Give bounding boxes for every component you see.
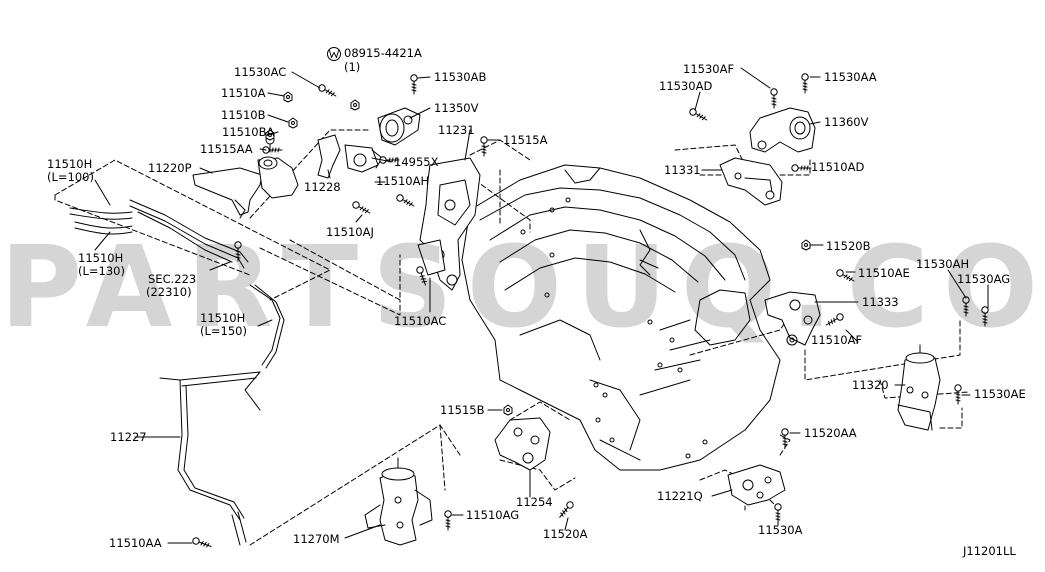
part-label-11515b[interactable]: 11515B (440, 403, 485, 417)
part-label-11515a[interactable]: 11515A (503, 133, 548, 147)
part-label-11254[interactable]: 11254 (516, 495, 553, 509)
hose-lines (69, 199, 285, 546)
ref-part-number[interactable]: 08915-4421A (344, 46, 422, 60)
part-label-11510b[interactable]: 11510B (221, 108, 266, 122)
bracket-11331 (719, 157, 783, 206)
part-label-11530ab[interactable]: 11530AB (434, 70, 487, 84)
part-label-11530aa[interactable]: 11530AA (824, 70, 877, 84)
part-label-11515aa[interactable]: 11515AA (200, 142, 253, 156)
hose-h130-length: (L=130) (78, 264, 125, 278)
part-label-11530a[interactable]: 11530A (758, 523, 803, 537)
bracket-11231 (417, 157, 481, 291)
engine-block (461, 164, 781, 471)
mount-bracket-11220p (192, 135, 299, 219)
section-reference[interactable]: SEC.223 (148, 272, 197, 286)
hose-h100-code[interactable]: 11510H (47, 157, 93, 171)
part-label-11520a[interactable]: 11520A (543, 527, 588, 541)
part-label-11331[interactable]: 11331 (664, 163, 701, 177)
bracket-11221q (727, 464, 786, 506)
section-reference-sub: (22310) (146, 285, 192, 299)
part-label-11350v[interactable]: 11350V (434, 101, 479, 115)
torque-rod-11360v (749, 107, 816, 153)
ref-quantity: (1) (344, 60, 361, 74)
part-label-11510ag[interactable]: 11510AG (466, 508, 520, 522)
part-label-11520b[interactable]: 11520B (826, 239, 871, 253)
diagram-code: J11201LL (963, 544, 1016, 558)
part-label-11510a[interactable]: 11510A (221, 86, 266, 100)
part-label-14955x[interactable]: 14955X (394, 155, 439, 169)
label-leaders (94, 67, 989, 544)
part-label-11510ac[interactable]: 11510AC (394, 314, 447, 328)
hose-h150-code[interactable]: 11510H (200, 311, 246, 325)
part-label-11510aj[interactable]: 11510AJ (326, 225, 374, 239)
insulator-11270m (364, 457, 433, 546)
w-mark-icon (327, 47, 341, 61)
part-label-11530ad[interactable]: 11530AD (659, 79, 713, 93)
assembly-lines (54, 129, 969, 546)
part-label-11360v[interactable]: 11360V (824, 115, 869, 129)
part-label-11510ah[interactable]: 11510AH (376, 174, 430, 188)
part-label-11530ae[interactable]: 11530AE (974, 387, 1026, 401)
part-label-11510ad[interactable]: 11510AD (811, 160, 865, 174)
part-label-11510af[interactable]: 11510AF (811, 333, 863, 347)
part-label-11530ac[interactable]: 11530AC (234, 65, 287, 79)
part-label-11333[interactable]: 11333 (862, 295, 899, 309)
part-label-11228[interactable]: 11228 (304, 180, 341, 194)
part-label-11530af[interactable]: 11530AF (683, 62, 735, 76)
part-label-11510aa[interactable]: 11510AA (109, 536, 162, 550)
part-label-11510ae[interactable]: 11510AE (858, 266, 910, 280)
part-label-11227[interactable]: 11227 (110, 430, 147, 444)
fasteners (191, 73, 989, 550)
part-label-11510ba[interactable]: 11510BA (222, 125, 275, 139)
hose-h100-length: (L=100) (47, 170, 94, 184)
part-label-11320[interactable]: 11320 (852, 378, 889, 392)
part-label-11220p[interactable]: 11220P (148, 161, 192, 175)
insulator-11320 (897, 344, 941, 431)
damper-11350v (377, 107, 421, 146)
bracket-11254 (494, 417, 551, 471)
part-label-11231[interactable]: 11231 (438, 123, 475, 137)
part-label-11520aa[interactable]: 11520AA (804, 426, 857, 440)
hose-h130-code[interactable]: 11510H (78, 251, 124, 265)
hose-h150-length: (L=150) (200, 324, 247, 338)
part-label-11270m[interactable]: 11270M (293, 532, 340, 546)
part-label-11530ag[interactable]: 11530AG (957, 272, 1011, 286)
part-label-11221q[interactable]: 11221Q (657, 489, 703, 503)
bracket-11228 (317, 134, 383, 179)
part-label-11530ah[interactable]: 11530AH (916, 257, 970, 271)
bracket-11333 (764, 291, 821, 346)
